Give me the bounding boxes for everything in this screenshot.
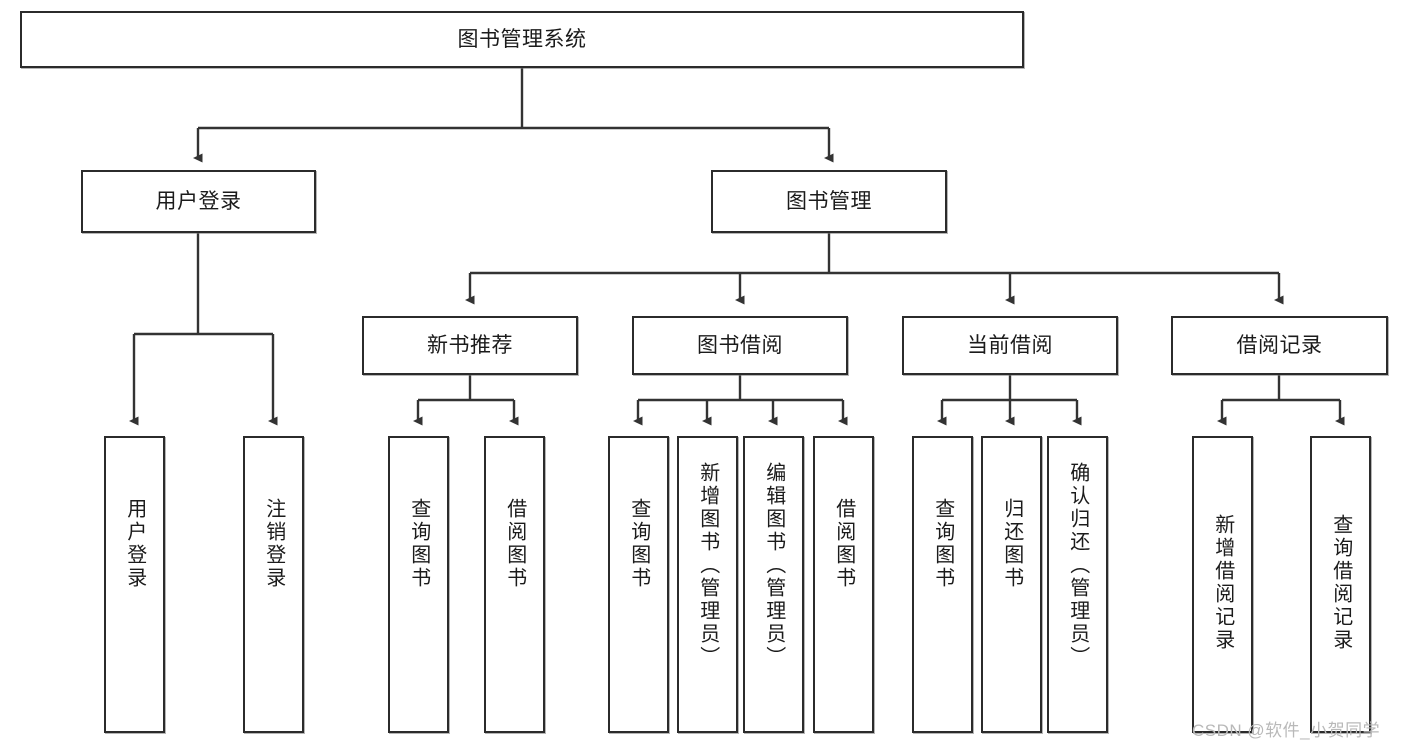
node-current-borrow[interactable]: 当前借阅 bbox=[902, 316, 1118, 375]
node-leaf-confirm-return[interactable]: 确认归还（管理员） bbox=[1047, 436, 1108, 733]
node-leaf-add-book-label: 新增图书（管理员） bbox=[696, 462, 719, 669]
node-leaf-user-logout[interactable]: 注销登录 bbox=[243, 436, 304, 733]
node-book-borrow-label: 图书借阅 bbox=[697, 333, 783, 357]
node-borrow-record[interactable]: 借阅记录 bbox=[1171, 316, 1388, 375]
node-leaf-query-book-3-label: 查询图书 bbox=[931, 498, 954, 590]
node-leaf-add-record[interactable]: 新增借阅记录 bbox=[1192, 436, 1253, 733]
book-management-to-level3-connectors bbox=[465, 233, 1284, 305]
node-leaf-add-book[interactable]: 新增图书（管理员） bbox=[677, 436, 738, 733]
node-leaf-query-book-2[interactable]: 查询图书 bbox=[608, 436, 669, 733]
node-leaf-query-book-3[interactable]: 查询图书 bbox=[912, 436, 973, 733]
node-leaf-query-book-2-label: 查询图书 bbox=[627, 498, 650, 590]
csdn-watermark: CSDN @软件_小贺同学 bbox=[1192, 721, 1381, 740]
node-leaf-query-record-label: 查询借阅记录 bbox=[1329, 514, 1352, 652]
node-leaf-borrow-book-1[interactable]: 借阅图书 bbox=[484, 436, 545, 733]
node-leaf-query-book-1[interactable]: 查询图书 bbox=[388, 436, 449, 733]
node-user-login-label: 用户登录 bbox=[155, 189, 242, 213]
node-leaf-borrow-book-2[interactable]: 借阅图书 bbox=[813, 436, 874, 733]
node-book-borrow[interactable]: 图书借阅 bbox=[632, 316, 848, 375]
node-leaf-user-login-label: 用户登录 bbox=[123, 498, 146, 590]
node-current-borrow-label: 当前借阅 bbox=[967, 333, 1053, 357]
node-leaf-borrow-book-2-label: 借阅图书 bbox=[832, 498, 855, 590]
node-leaf-return-book[interactable]: 归还图书 bbox=[981, 436, 1042, 733]
node-root-label: 图书管理系统 bbox=[457, 27, 587, 51]
node-borrow-record-label: 借阅记录 bbox=[1236, 333, 1323, 357]
node-leaf-add-record-label: 新增借阅记录 bbox=[1211, 514, 1234, 652]
root-to-level2-connectors bbox=[193, 68, 834, 163]
new-book-to-leaves-connectors bbox=[413, 375, 519, 426]
node-leaf-confirm-return-label: 确认归还（管理员） bbox=[1066, 462, 1089, 669]
node-new-book-recommend[interactable]: 新书推荐 bbox=[362, 316, 578, 375]
borrow-record-to-leaves-connectors bbox=[1217, 375, 1345, 426]
node-book-management[interactable]: 图书管理 bbox=[711, 170, 947, 233]
node-leaf-user-login[interactable]: 用户登录 bbox=[104, 436, 165, 733]
node-leaf-user-logout-label: 注销登录 bbox=[262, 498, 285, 590]
node-leaf-return-book-label: 归还图书 bbox=[1000, 498, 1023, 590]
node-leaf-query-record[interactable]: 查询借阅记录 bbox=[1310, 436, 1371, 733]
user-login-to-leaves-connectors bbox=[129, 233, 278, 426]
node-user-login[interactable]: 用户登录 bbox=[81, 170, 316, 233]
node-leaf-borrow-book-1-label: 借阅图书 bbox=[503, 498, 526, 590]
current-borrow-to-leaves-connectors bbox=[937, 375, 1082, 426]
node-leaf-query-book-1-label: 查询图书 bbox=[407, 498, 430, 590]
node-root[interactable]: 图书管理系统 bbox=[20, 11, 1024, 68]
book-borrow-to-leaves-connectors bbox=[633, 375, 848, 426]
node-new-book-recommend-label: 新书推荐 bbox=[427, 333, 513, 357]
node-leaf-edit-book[interactable]: 编辑图书（管理员） bbox=[743, 436, 804, 733]
node-book-management-label: 图书管理 bbox=[786, 189, 872, 213]
node-leaf-edit-book-label: 编辑图书（管理员） bbox=[762, 462, 785, 669]
